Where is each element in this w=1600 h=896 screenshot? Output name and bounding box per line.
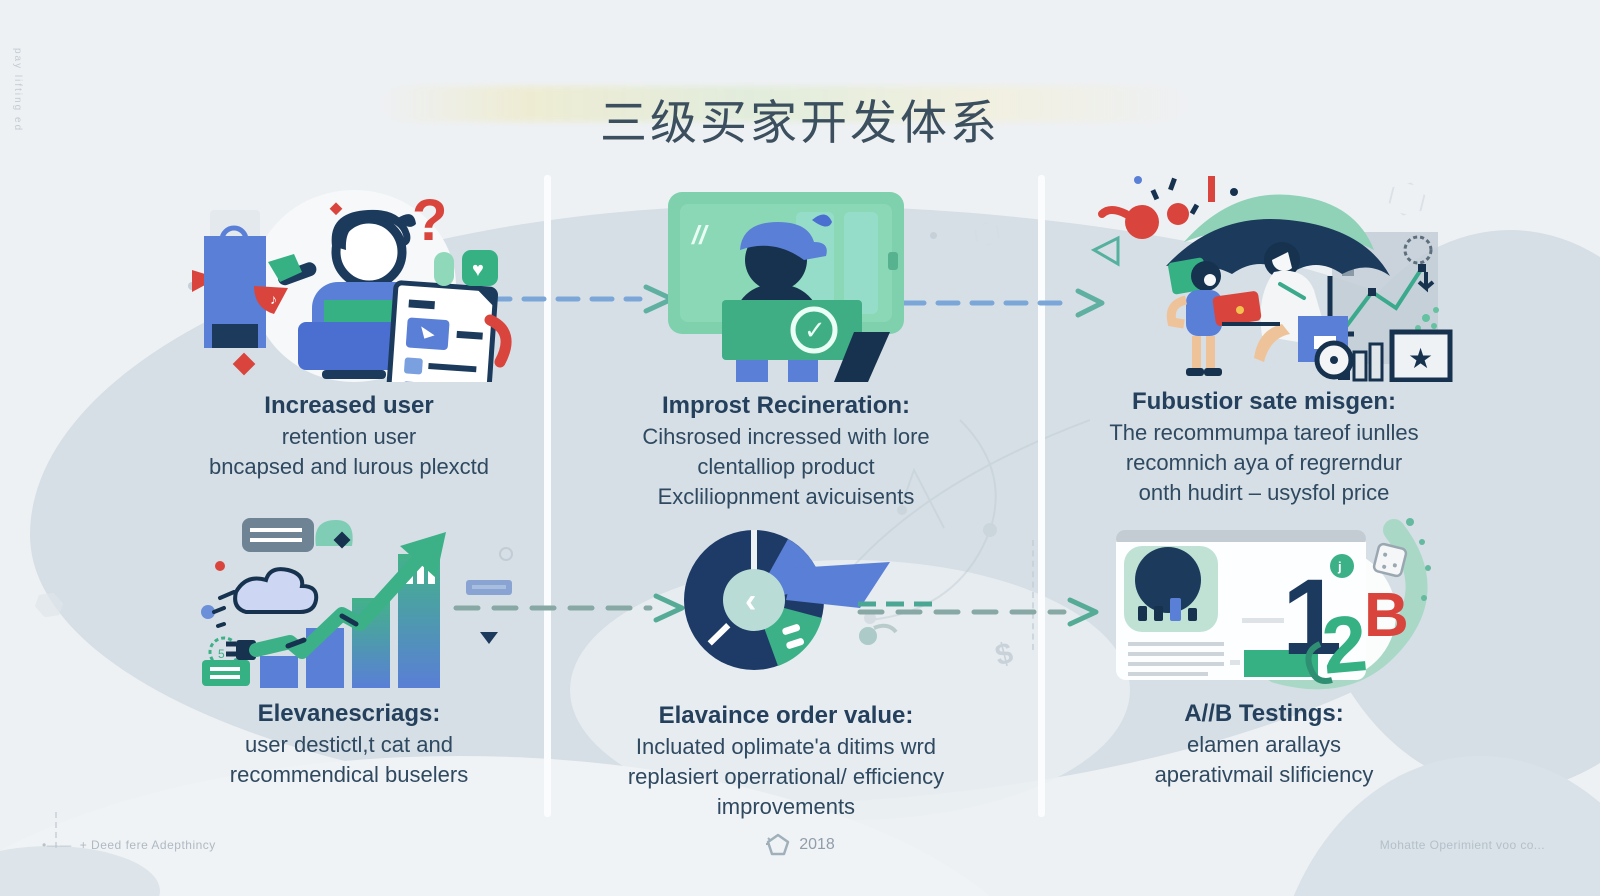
variant-1-glyph: 1 xyxy=(1282,556,1342,677)
footer-tick-marks: •—— xyxy=(42,838,72,852)
caption-line: The recommumpa tareof iunlles xyxy=(1109,420,1419,445)
footer-right-note: Mohatte Operimient voo co... xyxy=(1379,838,1545,852)
caption-elevanescriags: Elevanescriags: user destictl,t cat and … xyxy=(230,698,468,790)
badge-glyph: j xyxy=(1337,559,1342,574)
footer-center: 2018 xyxy=(0,832,1600,858)
footer-year: 2018 xyxy=(799,836,835,853)
flow-arrow-bottom-1 xyxy=(453,593,685,623)
checkmark-glyph: ✓ xyxy=(804,315,826,345)
side-note-vertical: pay lifting ed xyxy=(12,48,23,133)
section-elevanescriags: 5 Elev xyxy=(133,492,565,790)
column-divider xyxy=(1038,175,1045,817)
dashed-line-deco xyxy=(1032,540,1034,650)
dashed-line-deco xyxy=(55,812,57,848)
flow-arrow-top-2 xyxy=(901,288,1105,318)
flow-arrow-bottom-2 xyxy=(857,597,1099,627)
caption-elavaince: Elavaince order value: Incluated oplimat… xyxy=(628,700,944,822)
section-elavaince-order-value: ‹ Elavaince order value: Incluated oplim… xyxy=(570,506,1002,822)
caption-improst-recineration: Improst Recineration: Cihsrosed incresse… xyxy=(642,390,929,512)
chevron-left-glyph: ‹ xyxy=(745,582,756,620)
caption-line: Cihsrosed incressed with lore xyxy=(642,424,930,449)
caption-ab-testings: A//B Testings: elamen arallays aperativm… xyxy=(1155,698,1374,790)
shopper-illustration-icon: ? ♪ xyxy=(192,188,512,382)
shopper-research-checklist-illustration: ? ♪ xyxy=(179,172,519,382)
ab-testing-illustration: j 1 2 B xyxy=(1084,500,1444,690)
pie-chart-illustration: ‹ xyxy=(626,506,946,688)
svg-text:♪: ♪ xyxy=(270,291,277,307)
question-mark-glyph: ? xyxy=(412,188,447,253)
footer-left-text: + Deed fere Adepthincy xyxy=(79,838,216,852)
caption-line: clentalliop product xyxy=(697,454,875,479)
heart-glyph: ♥ xyxy=(472,259,484,281)
caption-line: user destictl,t cat and xyxy=(245,732,453,757)
footer-left-note: •—— + Deed fere Adepthincy xyxy=(42,838,216,852)
caption-heading: Elavaince order value: xyxy=(658,702,914,729)
caption-line: onth hudirt – usysfol price xyxy=(1138,480,1390,505)
caption-line: Excliliopnment avicuisents xyxy=(657,484,915,509)
section-improst-recineration: // ✓ Improst Recineration: Cihsrosed inc… xyxy=(570,172,1002,512)
dot-deco xyxy=(930,232,937,239)
person-approval-screen-illustration: // ✓ xyxy=(626,172,946,382)
caption-heading: Fubustior sate misgen: xyxy=(1131,388,1397,415)
caption-line: improvements xyxy=(716,794,856,819)
pentagon-logo-icon xyxy=(766,833,790,856)
pie-chart-icon: ‹ xyxy=(684,530,932,670)
star-glyph: ★ xyxy=(1408,343,1433,374)
network-sketch-deco xyxy=(849,419,1091,624)
caption-line: Incluated oplimate'a ditims wrd xyxy=(635,734,937,759)
title-highlight-streak xyxy=(380,86,1190,122)
ab-testing-icon: j 1 2 B xyxy=(1116,518,1431,690)
slashes-glyph: // xyxy=(691,220,709,250)
caption-fubustior: Fubustior sate misgen: The recommumpa ta… xyxy=(1109,386,1418,508)
section-ab-testings: j 1 2 B xyxy=(1048,500,1480,790)
caption-line: recomnich aya of regrerndur xyxy=(1125,450,1403,475)
caption-heading: Elevanescriags: xyxy=(257,700,441,727)
caption-line: elamen arallays xyxy=(1186,732,1342,757)
svg-text:5: 5 xyxy=(218,647,225,661)
caption-line: replasiert operrational/ efficiency xyxy=(627,764,945,789)
umbrella-analytics-icon: ★ xyxy=(1090,176,1453,382)
section-fubustior-sate-misgen: ★ xyxy=(1048,160,1480,508)
caption-line: recommendical buselers xyxy=(229,762,469,787)
caption-line: aperativmail slificiency xyxy=(1154,762,1374,787)
caption-line: bncapsed and lurous plexctd xyxy=(208,454,490,479)
page-title: 三级买家开发体系 xyxy=(600,96,1000,149)
approval-screen-icon: // ✓ xyxy=(668,192,904,382)
column-divider xyxy=(544,175,551,817)
caption-line: retention user xyxy=(281,424,417,449)
section-increased-user: ? ♪ xyxy=(133,172,565,482)
team-umbrella-analytics-illustration: ★ xyxy=(1069,160,1459,382)
caption-heading: Increased user xyxy=(264,392,434,419)
variant-2-glyph: 2 xyxy=(1318,598,1370,690)
growth-chart-icon: 5 xyxy=(201,518,513,688)
caption-heading: A//B Testings: xyxy=(1184,700,1344,727)
growth-chart-illustration: 5 xyxy=(179,492,519,688)
caption-increased-user: Increased user retention user bncapsed a… xyxy=(209,390,489,482)
caption-heading: Improst Recineration: xyxy=(661,392,911,419)
variant-b-glyph: B xyxy=(1364,581,1409,650)
